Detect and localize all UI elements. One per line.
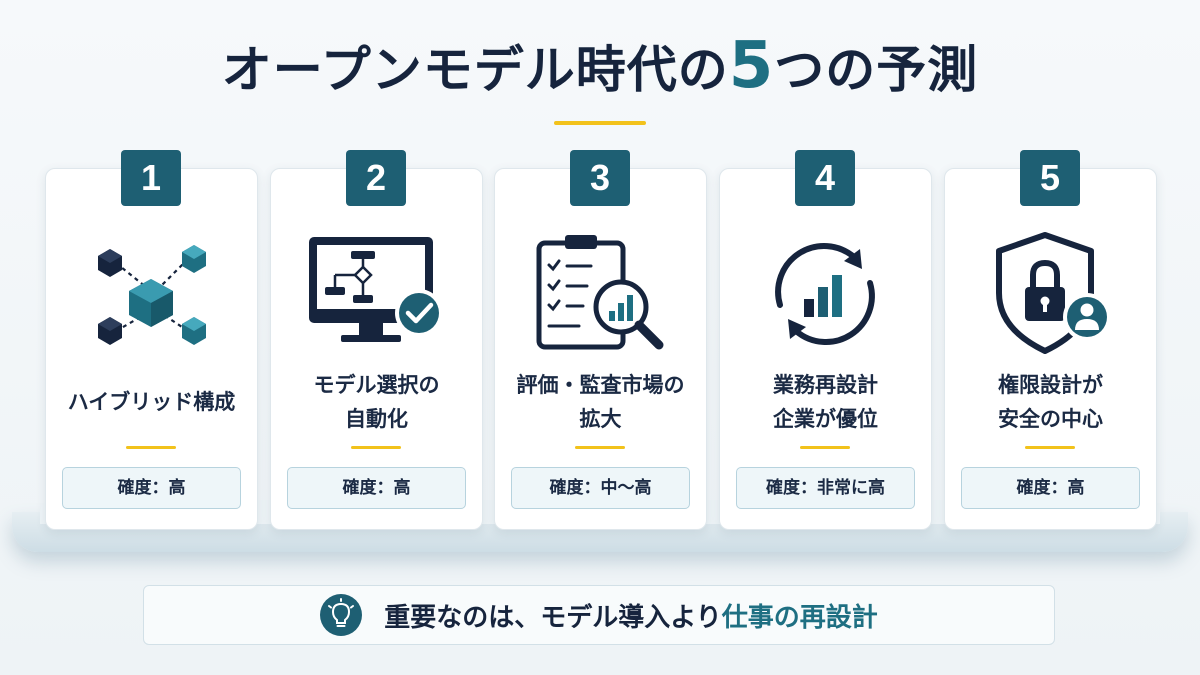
title-main: オープンモデル時代の bbox=[221, 41, 729, 99]
title-underline bbox=[554, 121, 646, 125]
card-number-badge: 5 bbox=[1020, 150, 1080, 206]
card-label: 評価・監査市場の 拡大 bbox=[501, 367, 700, 437]
title-tail: つの予測 bbox=[774, 41, 979, 99]
title-number: 5 bbox=[728, 29, 775, 103]
card-underline bbox=[800, 446, 850, 449]
prediction-card-4: 4 業務再設計 企業が優位 確度：非常に高 bbox=[719, 150, 932, 530]
confidence-badge: 確度：中〜高 bbox=[511, 467, 690, 509]
prediction-card-3: 3 評価・監査市場の 拡大 確度：中〜高 bbox=[494, 150, 707, 530]
key-message-text: 重要なのは、モデル導入より仕事の再設計 bbox=[384, 597, 878, 634]
card-label: モデル選択の 自動化 bbox=[277, 367, 476, 437]
confidence-badge: 確度：高 bbox=[62, 467, 241, 509]
card-label: ハイブリッド構成 bbox=[52, 367, 251, 437]
shield-lock-user-icon bbox=[996, 232, 1111, 354]
prediction-card-2: 2 モデル選択の 自動化 確度：高 bbox=[270, 150, 483, 530]
confidence-badge: 確度：高 bbox=[287, 467, 466, 509]
card-underline bbox=[126, 446, 176, 449]
key-message-banner: 重要なのは、モデル導入より仕事の再設計 bbox=[143, 585, 1055, 645]
confidence-badge: 確度：非常に高 bbox=[736, 467, 915, 509]
card-number-badge: 4 bbox=[795, 150, 855, 206]
card-underline bbox=[351, 446, 401, 449]
card-label: 業務再設計 企業が優位 bbox=[726, 367, 925, 437]
prediction-card-1: 1 ハイブリッド構成 確度：高 bbox=[45, 150, 258, 530]
card-underline bbox=[575, 446, 625, 449]
key-message-main: 重要なのは、モデル導入より bbox=[384, 602, 722, 633]
card-underline bbox=[1025, 446, 1075, 449]
card-label-line-1: モデル選択の bbox=[313, 373, 440, 397]
cycle-bar-chart-icon bbox=[775, 242, 875, 346]
lightbulb-icon bbox=[320, 594, 363, 636]
card-label-line-2: 企業が優位 bbox=[773, 407, 878, 431]
card-label: 権限設計が 安全の中心 bbox=[951, 367, 1150, 437]
card-number-badge: 2 bbox=[346, 150, 406, 206]
card-number-badge: 3 bbox=[570, 150, 630, 206]
card-label-line-2: 安全の中心 bbox=[998, 407, 1103, 431]
page-title: オープンモデル時代の5つの予測 bbox=[0, 30, 1200, 102]
card-label-line-2: 自動化 bbox=[345, 407, 408, 431]
confidence-badge: 確度：高 bbox=[961, 467, 1140, 509]
clipboard-magnifier-icon bbox=[536, 235, 664, 350]
prediction-card-5: 5 権限設計が 安全の中心 確度：高 bbox=[944, 150, 1157, 530]
card-label-line-1: 業務再設計 bbox=[773, 373, 878, 397]
card-label-line-1: ハイブリッド構成 bbox=[67, 390, 236, 414]
monitor-flowchart-check-icon bbox=[309, 237, 443, 342]
card-label-line-2: 拡大 bbox=[579, 407, 622, 431]
card-number-badge: 1 bbox=[121, 150, 181, 206]
card-label-line-1: 評価・監査市場の bbox=[516, 373, 685, 397]
network-cubes-icon bbox=[98, 245, 206, 345]
key-message-accent: 仕事の再設計 bbox=[721, 602, 878, 633]
card-label-line-1: 権限設計が bbox=[998, 373, 1103, 397]
